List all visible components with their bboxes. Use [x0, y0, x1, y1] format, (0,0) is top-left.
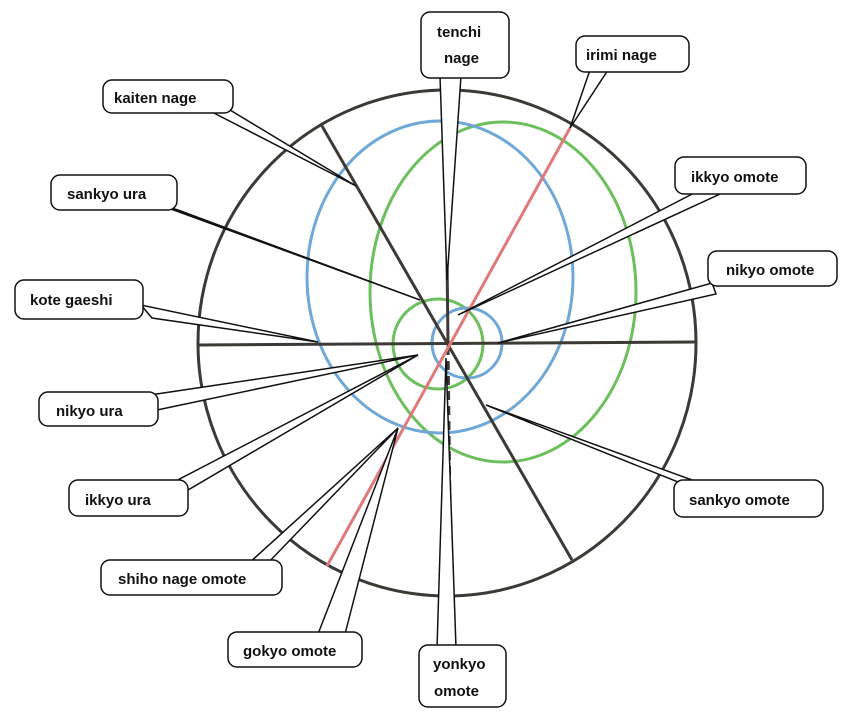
label-tenchi-nage-line2: nage [444, 50, 479, 67]
label-sankyo-ura: sankyo ura [67, 186, 147, 203]
label-sankyo-omote: sankyo omote [689, 492, 790, 509]
callout-ikkyo-omote: ikkyo omote [457, 156, 807, 316]
label-yonkyo-omote-line2: omote [434, 683, 479, 700]
callout-ikkyo-ura: ikkyo ura [68, 354, 419, 517]
callout-irimi-nage: irimi nage [569, 35, 690, 129]
label-kaiten-nage: kaiten nage [114, 90, 197, 107]
label-nikyo-ura: nikyo ura [56, 403, 123, 420]
callout-nikyo-ura: nikyo ura [38, 354, 419, 427]
label-shiho-nage-omote: shiho nage omote [118, 571, 246, 588]
green-large-curve [368, 120, 638, 464]
callout-sankyo-omote: sankyo omote [485, 404, 824, 518]
callout-kaiten-nage: kaiten nage [102, 79, 357, 187]
blue-large-curve [305, 119, 575, 435]
diagonal-line-nw-se [320, 125, 574, 561]
label-yonkyo-omote-line1: yonkyo [433, 656, 486, 673]
label-ikkyo-omote: ikkyo omote [691, 169, 779, 186]
callout-gokyo-omote: gokyo omote [227, 427, 399, 668]
label-tenchi-nage-line1: tenchi [437, 24, 481, 41]
red-diagonal-line [325, 127, 572, 567]
label-kote-gaeshi: kote gaeshi [30, 292, 113, 309]
callout-sankyo-ura: sankyo ura [50, 174, 421, 301]
callout-yonkyo-omote: yonkyo omote [418, 357, 507, 708]
callout-tenchi-nage: tenchi nage [420, 11, 510, 281]
callout-nikyo-omote: nikyo omote [497, 250, 838, 344]
callout-kote-gaeshi: kote gaeshi [14, 279, 319, 343]
label-ikkyo-ura: ikkyo ura [85, 492, 152, 509]
callout-shiho-nage-omote: shiho nage omote [100, 427, 399, 596]
label-nikyo-omote: nikyo omote [726, 262, 814, 279]
label-irimi-nage: irimi nage [586, 47, 657, 64]
label-gokyo-omote: gokyo omote [243, 643, 336, 660]
